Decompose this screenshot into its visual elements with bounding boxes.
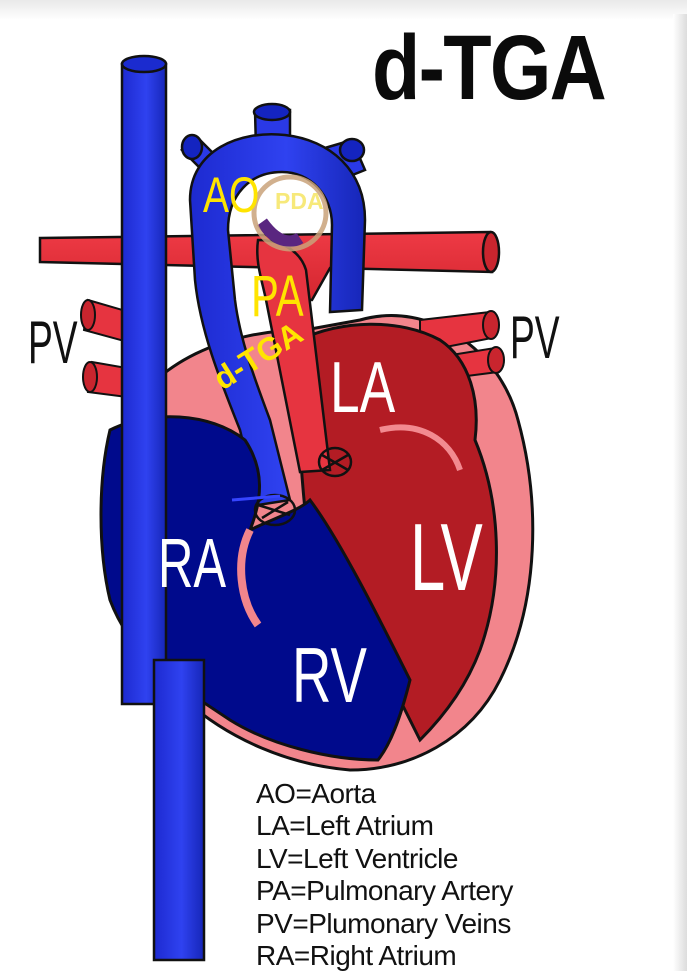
label-left-atrium: LA: [330, 348, 396, 428]
diagram-title: d-TGA: [372, 17, 607, 119]
legend: AO=Aorta LA=Left Atrium LV=Left Ventricl…: [256, 778, 586, 972]
label-left-ventricle: LV: [410, 504, 483, 611]
pda-connection: [251, 174, 329, 252]
legend-item: PA=Pulmonary Artery: [256, 875, 513, 907]
legend-item: LV=Left Ventricle: [256, 842, 458, 874]
valves: [231, 446, 353, 527]
legend-item: AO=Aorta: [256, 778, 376, 809]
label-right-atrium: RA: [158, 524, 227, 602]
legend-item: PV=Plumonary Veins: [256, 907, 511, 939]
aorta: [179, 102, 367, 507]
label-aorta: AO: [203, 167, 260, 223]
label-pulmonary-veins-left: PV: [28, 309, 78, 376]
label-pulmonary-veins-right: PV: [510, 304, 560, 371]
label-pulmonary-artery: PA: [251, 264, 304, 329]
legend-item: RA=Right Atrium: [256, 940, 457, 972]
figure-edge-shadow: [673, 14, 687, 971]
legend-item: LA=Left Atrium: [256, 810, 434, 842]
label-pda: PDA: [275, 188, 324, 214]
label-right-ventricle: RV: [292, 631, 367, 719]
vena-cava: [120, 54, 206, 962]
